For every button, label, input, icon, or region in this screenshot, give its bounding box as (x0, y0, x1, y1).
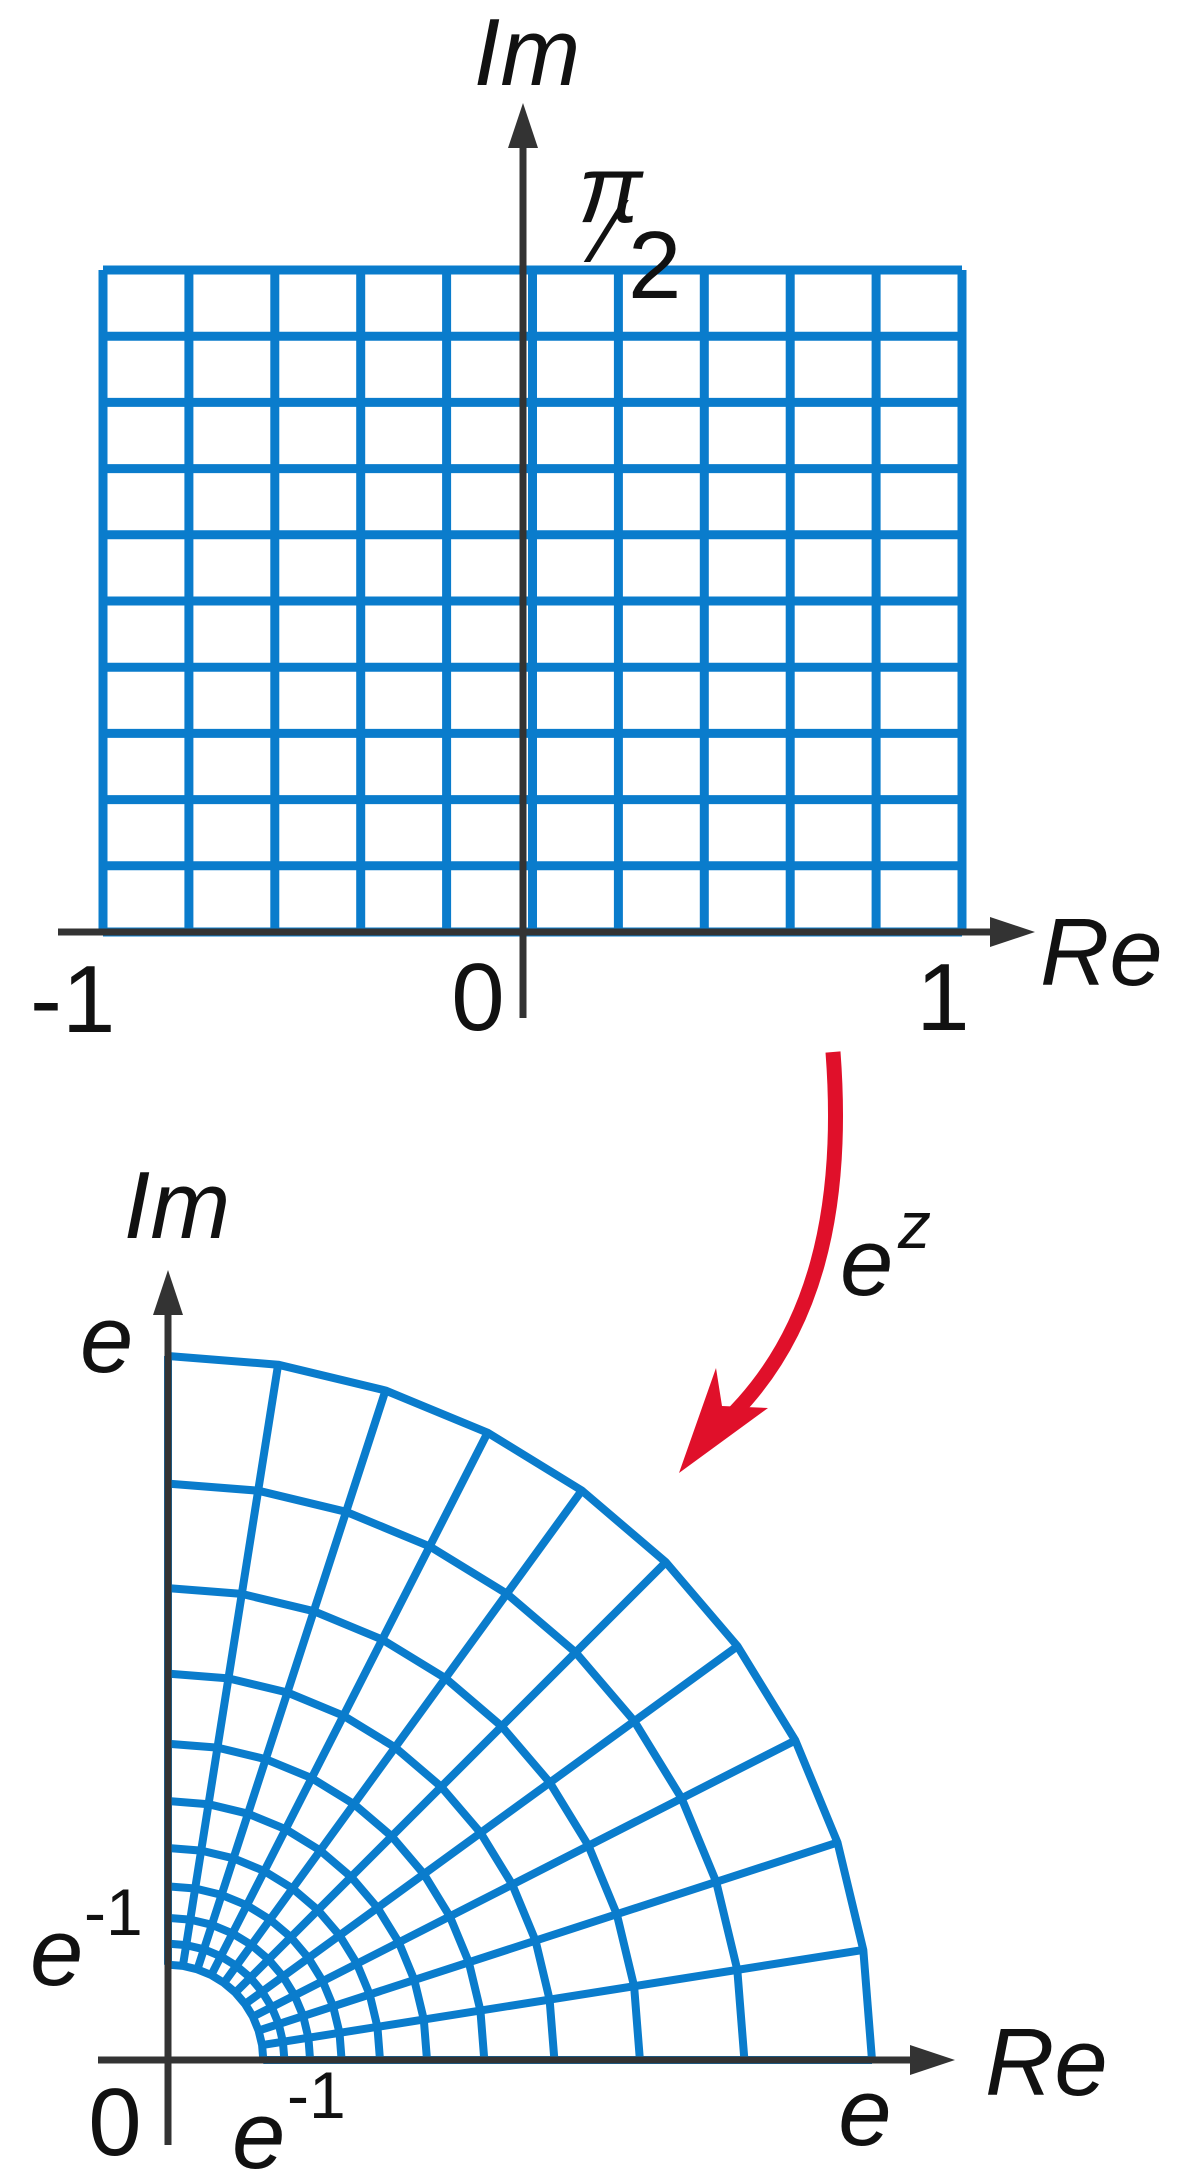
bottom-im-tick-e-inverse: e -1 (30, 1875, 143, 2006)
bottom-grid-ray (251, 1736, 798, 2021)
bottom-polar-grid (164, 1352, 876, 2064)
bottom-grid-ray (257, 1838, 839, 2035)
top-tick-zero: 0 (451, 944, 504, 1051)
bottom-origin-label: 0 (88, 2069, 141, 2176)
mapping-label-e-to-z: e z (840, 1188, 931, 1316)
top-rectangle-grid (98, 265, 967, 937)
mapping-base-e: e (840, 1209, 893, 1316)
bottom-re-tick-e: e (838, 2059, 891, 2166)
bottom-imag-axis-arrowhead (153, 1270, 183, 1315)
top-imag-axis-arrowhead (508, 103, 538, 148)
bottom-re-axis-label: Re (985, 2009, 1108, 2116)
bottom-re-tick-e-inverse: e -1 (232, 2058, 346, 2181)
top-tick-one: 1 (916, 944, 969, 1051)
bottom-im-axis-label: Im (124, 1152, 231, 1259)
minus-one-exponent: -1 (287, 2058, 346, 2132)
top-im-axis-label: Im (474, 0, 581, 106)
pi-symbol: π (578, 136, 644, 243)
e-base: e (30, 1899, 83, 2006)
bottom-axes (98, 1270, 955, 2145)
bottom-grid-ray (232, 1559, 669, 1996)
bottom-grid-ray (220, 1488, 586, 1986)
bottom-grid-ray (242, 1642, 740, 2008)
bottom-real-axis-arrowhead (910, 2045, 955, 2075)
top-real-axis-arrowhead (990, 917, 1035, 947)
mapping-exponent-z: z (897, 1188, 931, 1262)
e-base: e (232, 2082, 285, 2181)
bottom-grid-ray (193, 1389, 390, 1971)
bottom-grid-ray (261, 1945, 864, 2050)
bottom-grid-ray (207, 1430, 492, 1977)
top-re-axis-label: Re (1040, 899, 1163, 1006)
mapping-arrow-head (679, 1368, 768, 1473)
minus-one-exponent: -1 (84, 1875, 143, 1949)
mapping-arrow-curve (721, 1051, 844, 1426)
top-axes (58, 103, 1035, 1018)
top-tick-minus-one: -1 (30, 946, 115, 1053)
bottom-grid-ray (178, 1364, 283, 1967)
mapping-arrow (679, 1051, 844, 1473)
bottom-im-tick-e: e (80, 1286, 133, 1393)
top-pi-over-two-label: π ⁄ 2 (578, 136, 681, 319)
denominator-two: 2 (628, 212, 681, 319)
